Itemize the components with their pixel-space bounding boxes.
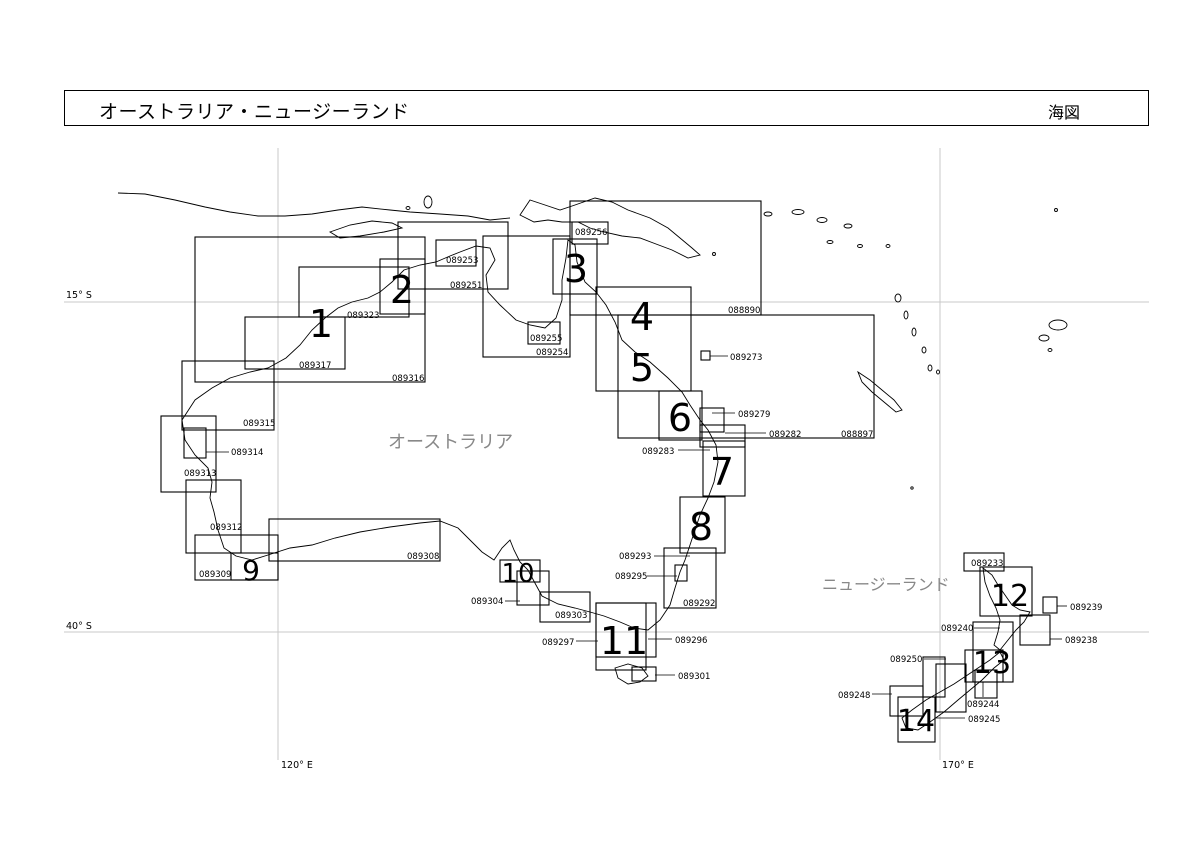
sheet-label-089304: 089304	[471, 597, 503, 607]
sheet-numbers: 089233 089238 089239 089240 089244 08924…	[184, 228, 1102, 725]
sheet-label-089313: 089313	[184, 469, 216, 479]
sheet-label-089238: 089238	[1065, 636, 1097, 646]
sheet-label-089253: 089253	[446, 256, 478, 266]
area-number-6: 6	[668, 396, 692, 440]
sheet-label-089279: 089279	[738, 410, 770, 420]
sheet-label-089240: 089240	[941, 624, 973, 634]
new-guinea-coastline	[519, 197, 701, 259]
sheet-label-089323: 089323	[347, 311, 379, 321]
sheet-label-089233: 089233	[971, 559, 1003, 569]
sheet-label-089273: 089273	[730, 353, 762, 363]
sheet-label-088897: 088897	[841, 430, 873, 440]
sheet-label-089315: 089315	[243, 419, 275, 429]
sheet-label-089255: 089255	[530, 334, 562, 344]
map-header: オーストラリア・ニュージーランド 海図	[64, 90, 1149, 126]
sheet-label-089312: 089312	[210, 523, 242, 533]
area-number-3: 3	[564, 247, 588, 291]
graticule	[64, 148, 1149, 760]
indonesia-coastline	[117, 192, 511, 221]
timor-coastline	[328, 220, 404, 239]
new-caledonia-coastline	[857, 370, 903, 413]
region-label-australia: オーストラリア	[388, 432, 513, 453]
pacific-islands	[405, 195, 1068, 490]
area-number-9: 9	[242, 554, 260, 587]
area-number-12: 12	[991, 579, 1029, 614]
sheet-label-089283: 089283	[642, 447, 674, 457]
region-label-new-zealand: ニュージーランド	[822, 575, 950, 594]
area-number-11: 11	[600, 619, 648, 663]
area-number-2: 2	[390, 268, 414, 312]
area-number-13: 13	[973, 646, 1011, 681]
sheet-label-089316: 089316	[392, 374, 424, 384]
sheet-label-089239: 089239	[1070, 603, 1102, 613]
sheet-label-089251: 089251	[450, 281, 482, 291]
area-numbers: 1 2 3 4 5 6 7 8 9 10 11 12 13 14	[242, 247, 1029, 739]
sheet-label-089303: 089303	[555, 611, 587, 621]
sheet-label-089317: 089317	[299, 361, 331, 371]
area-number-10: 10	[501, 559, 534, 589]
sheet-label-089309: 089309	[199, 570, 231, 580]
chart-sheet-boxes	[160, 200, 1058, 743]
sheet-label-089308: 089308	[407, 552, 439, 562]
area-number-4: 4	[630, 295, 654, 339]
lat-label-15s: 15° S	[66, 290, 92, 301]
sheet-label-089297: 089297	[542, 638, 574, 648]
area-number-7: 7	[710, 450, 734, 494]
map-type-label: 海図	[1047, 103, 1080, 122]
sheet-label-089250: 089250	[890, 655, 922, 665]
sheet-label-089301: 089301	[678, 672, 710, 682]
lat-label-40s: 40° S	[66, 621, 92, 632]
sheet-label-089282: 089282	[769, 430, 801, 440]
sheet-label-089293: 089293	[619, 552, 651, 562]
sheet-label-089256: 089256	[575, 228, 607, 238]
sheet-label-089244: 089244	[967, 700, 999, 710]
tasmania-coastline	[614, 663, 649, 685]
area-number-14: 14	[897, 704, 935, 739]
sheet-label-088890: 088890	[728, 306, 760, 316]
leader-lines	[206, 355, 1067, 719]
new-zealand-north-coastline	[982, 566, 1031, 651]
sheet-label-089296: 089296	[675, 636, 707, 646]
lon-label-170e: 170° E	[942, 760, 974, 771]
sheet-label-089295: 089295	[615, 572, 647, 582]
area-number-8: 8	[689, 505, 713, 549]
area-number-5: 5	[630, 346, 654, 390]
sheet-label-089248: 089248	[838, 691, 870, 701]
sheet-label-089245: 089245	[968, 715, 1000, 725]
area-number-1: 1	[309, 302, 333, 346]
sheet-label-089292: 089292	[683, 599, 715, 609]
sheet-label-089314: 089314	[231, 448, 263, 458]
sheet-label-089254: 089254	[536, 348, 568, 358]
lon-label-120e: 120° E	[281, 760, 313, 771]
map-title: オーストラリア・ニュージーランド	[99, 101, 410, 123]
